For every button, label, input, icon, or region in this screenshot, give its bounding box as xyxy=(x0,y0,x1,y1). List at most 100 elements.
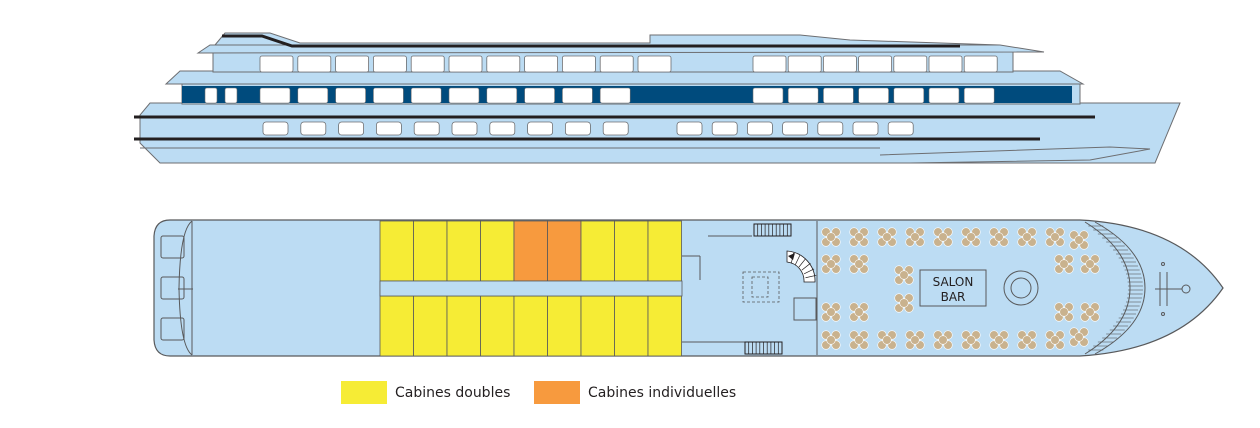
spiral-step xyxy=(798,258,806,268)
porthole-window xyxy=(747,121,773,136)
seat xyxy=(1050,335,1060,345)
cabin-double xyxy=(413,220,448,282)
seat xyxy=(994,232,1004,242)
stern-curve xyxy=(178,220,193,356)
seat xyxy=(1074,235,1084,245)
cabin-single xyxy=(547,220,582,282)
seat xyxy=(854,335,864,345)
upper-deck-window xyxy=(297,55,332,73)
main-deck-window xyxy=(823,87,854,104)
main-deck-window xyxy=(562,87,593,104)
deck-main-overhang xyxy=(164,70,1085,85)
porthole-window xyxy=(300,121,327,136)
upper-deck-window xyxy=(410,55,445,73)
table-group xyxy=(1080,254,1100,274)
porthole-window xyxy=(338,121,365,136)
stern-box-3 xyxy=(160,317,185,341)
cabin-double xyxy=(379,220,414,282)
cabin-double xyxy=(647,295,682,357)
ship-side-view xyxy=(134,32,1181,164)
hull-lower xyxy=(139,102,1181,164)
legend-label-double: Cabines doubles xyxy=(395,384,511,401)
table-group xyxy=(989,330,1009,350)
table-group xyxy=(905,227,925,247)
upper-deck-window xyxy=(335,55,370,73)
porthole-window xyxy=(817,121,844,136)
table-group xyxy=(905,330,925,350)
dance-floor-icon xyxy=(1003,270,1039,306)
cabin-double xyxy=(580,295,615,357)
table-group xyxy=(821,302,841,322)
cabin-double xyxy=(480,220,515,282)
table-group xyxy=(849,330,869,350)
seat xyxy=(826,232,836,242)
table-group xyxy=(849,302,869,322)
legend-label-single: Cabines individuelles xyxy=(588,384,737,401)
upper-deck-window xyxy=(928,55,963,73)
upper-deck-window xyxy=(524,55,558,73)
table-group xyxy=(933,227,953,247)
porthole-window xyxy=(676,121,703,136)
main-deck-window xyxy=(224,87,238,104)
main-deck-window xyxy=(297,87,329,104)
main-deck-window xyxy=(963,87,995,104)
cabin-double xyxy=(580,220,615,282)
main-deck-window xyxy=(928,87,960,104)
seat xyxy=(1022,232,1032,242)
spiral-step xyxy=(803,268,815,275)
porthole-window xyxy=(451,121,478,136)
stairs-top xyxy=(753,223,792,237)
seat xyxy=(854,232,864,242)
cabin-double xyxy=(446,220,481,282)
upper-deck-window xyxy=(562,55,596,73)
porthole-window xyxy=(852,121,879,136)
table-group xyxy=(849,254,869,274)
seat xyxy=(1085,307,1095,317)
main-deck-window xyxy=(486,87,518,104)
table-group xyxy=(1069,230,1089,250)
table-group xyxy=(821,330,841,350)
cabin-double xyxy=(379,295,414,357)
upper-deck-window xyxy=(486,55,521,73)
table-group xyxy=(894,293,914,313)
seat xyxy=(899,270,909,280)
seat xyxy=(1059,307,1069,317)
seat xyxy=(882,232,892,242)
cabin-double xyxy=(547,295,582,357)
cabin-double xyxy=(614,295,649,357)
seat xyxy=(1050,232,1060,242)
elevator-box xyxy=(793,297,817,321)
seat xyxy=(1085,259,1095,269)
main-deck-window xyxy=(599,87,631,104)
spiral-step xyxy=(805,274,817,279)
upper-deck-window xyxy=(787,55,822,73)
porthole-window xyxy=(375,121,402,136)
seat xyxy=(882,335,892,345)
table-group xyxy=(1080,302,1100,322)
seat xyxy=(854,307,864,317)
main-deck-window xyxy=(752,87,784,104)
seat xyxy=(826,335,836,345)
upper-deck-window xyxy=(752,55,787,73)
porthole-window xyxy=(602,121,629,136)
table-group xyxy=(877,227,897,247)
cabin-corridor xyxy=(379,280,683,297)
main-deck-window xyxy=(858,87,889,104)
table-group xyxy=(961,330,981,350)
seat xyxy=(994,335,1004,345)
legend-item-single-cabins: Cabines individuelles xyxy=(534,381,736,404)
table-group xyxy=(933,330,953,350)
table-group xyxy=(821,227,841,247)
spiral-staircase-icon xyxy=(786,250,817,283)
spiral-step xyxy=(801,263,811,271)
table-group xyxy=(894,265,914,285)
stairs-bottom xyxy=(744,341,783,355)
seat xyxy=(1074,332,1084,342)
salon-label-line1: SALON xyxy=(933,275,974,289)
main-deck-window xyxy=(335,87,366,104)
main-deck-window xyxy=(259,87,291,104)
bow-detail xyxy=(879,146,1151,164)
table-group xyxy=(1054,302,1074,322)
table-group xyxy=(1017,330,1037,350)
